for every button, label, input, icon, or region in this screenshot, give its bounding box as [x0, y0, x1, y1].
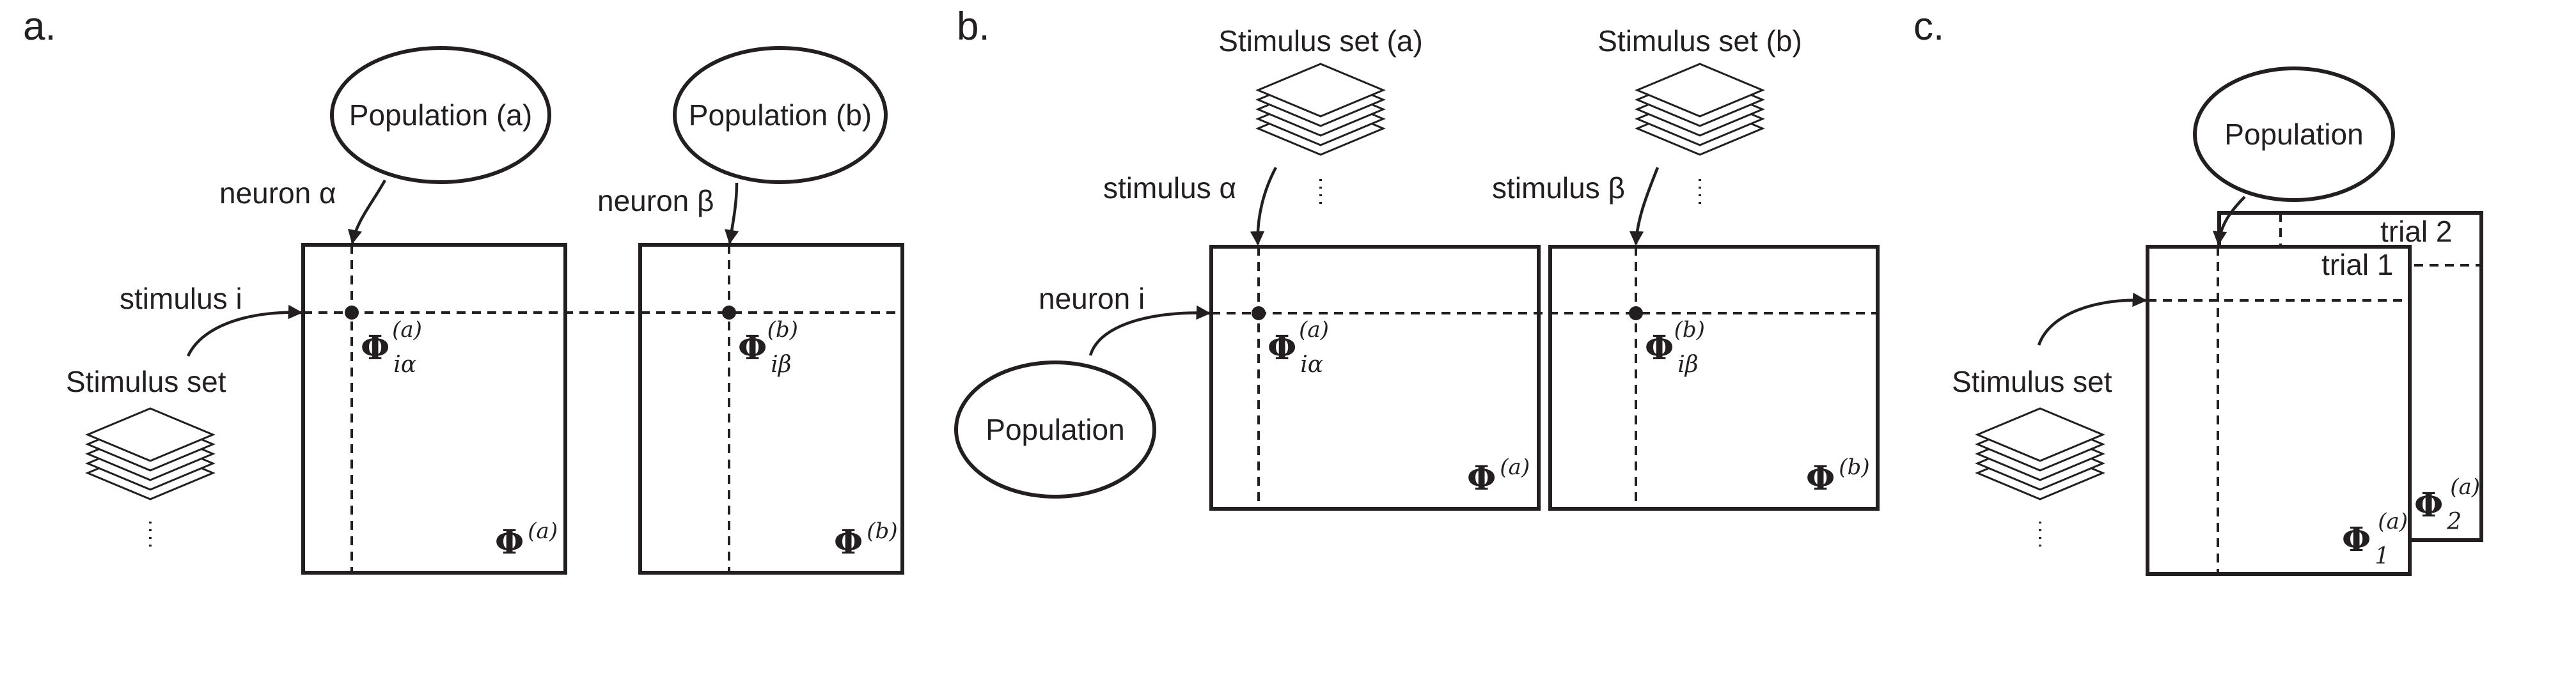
neuron-i-label: neuron i	[1039, 282, 1145, 315]
panel-c-letter: c.	[1913, 4, 1944, 49]
population-b-ellipse	[673, 46, 888, 184]
stimulus-set-label: Stimulus set	[1952, 365, 2112, 398]
stimulus-set-b-label: Stimulus set (b)	[1598, 24, 1802, 58]
phi-ia-label: Φ iα (a)	[361, 317, 422, 378]
panel-c: c. Population trial 2 trial 1 Stimulus s…	[1913, 4, 2483, 576]
neuron-alpha-label: neuron α	[219, 176, 336, 210]
stimulus-beta-arrow	[1629, 167, 1660, 246]
phi-ia-label: Φ iα (a)	[1268, 317, 1329, 378]
phi-b-matrix-label: Φ (b)	[1806, 454, 1870, 498]
population-ellipse	[2193, 66, 2395, 202]
stimulus-beta-label: stimulus β	[1492, 171, 1625, 205]
population-arrow	[2212, 196, 2246, 246]
matrix-a	[301, 243, 567, 575]
population-label: Population	[2224, 118, 2363, 151]
matrix-b	[638, 243, 904, 575]
stimulus-set-label: Stimulus set	[66, 365, 226, 398]
phi-a-matrix-label: Φ (a)	[1467, 454, 1530, 498]
neuron-beta-arrow	[725, 182, 739, 245]
phi-1-label: Φ 1 (a)	[2342, 509, 2408, 570]
stimulus-set-a-label: Stimulus set (a)	[1218, 24, 1423, 58]
matrix-b	[1548, 245, 1880, 511]
panel-b-letter: b.	[957, 4, 990, 49]
panel-a-letter: a.	[23, 4, 56, 49]
phi-2-label: Φ 2 (a)	[2414, 474, 2480, 535]
phi-ib-label: Φ iβ (b)	[1645, 317, 1705, 378]
panel-a: a. Population (a) Population (b) neuron …	[23, 4, 904, 575]
stimulus-alpha-label: stimulus α	[1103, 171, 1236, 205]
neuron-beta-label: neuron β	[597, 184, 714, 217]
population-a-ellipse	[330, 46, 551, 184]
stimulus-arrow	[2037, 292, 2148, 346]
neuron-i-arrow	[1088, 305, 1211, 356]
phi-a-matrix-label: Φ (a)	[495, 518, 558, 562]
trial-2-label: trial 2	[2380, 215, 2452, 248]
phi-b-matrix-label: Φ (b)	[834, 518, 898, 562]
neuron-alpha-arrow	[347, 179, 386, 245]
element-a-dot	[345, 306, 359, 320]
element-b-dot	[1629, 306, 1643, 320]
population-a-label: Population (a)	[349, 98, 532, 132]
element-b-dot	[722, 306, 736, 320]
stimulus-i-arrow	[186, 304, 303, 357]
element-a-dot	[1252, 306, 1266, 320]
phi-ib-label: Φ iβ (b)	[738, 317, 798, 378]
stimulus-stack-icon	[85, 407, 216, 547]
stimulus-stack-icon	[1975, 407, 2105, 547]
population-label: Population	[986, 413, 1124, 446]
population-ellipse	[954, 361, 1156, 499]
stimulus-set-a-stack-icon	[1255, 63, 1386, 206]
panel-b: b. Stimulus set (a) Stimulus set (b)	[954, 4, 1880, 511]
stimulus-set-b-stack-icon	[1635, 63, 1765, 206]
trial-1-label: trial 1	[2321, 248, 2393, 281]
stimulus-alpha-arrow	[1250, 166, 1277, 246]
population-b-label: Population (b)	[689, 98, 872, 132]
matrix-a	[1209, 245, 1541, 511]
stimulus-i-label: stimulus i	[120, 282, 242, 315]
